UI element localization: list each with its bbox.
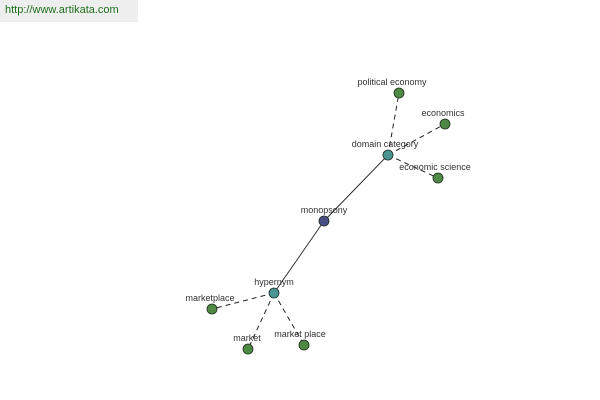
node-monopsony[interactable]: monopsony [301, 205, 348, 227]
edge-hypernym-to-marketplace [211, 292, 275, 310]
node-hypernym[interactable]: hypernym [254, 277, 294, 299]
edge-hypernym-to-market [247, 292, 275, 350]
node-political-economy-dot[interactable] [393, 87, 405, 99]
node-market-label[interactable]: market [233, 333, 261, 343]
edge-domain-category-to-economic-science [387, 154, 439, 179]
node-economic-science[interactable]: economic science [399, 162, 471, 184]
node-hypernym-label[interactable]: hypernym [254, 277, 294, 287]
edge-hypernym-to-market-place [273, 292, 305, 346]
node-political-economy[interactable]: political economy [357, 77, 427, 99]
node-marketplace-label[interactable]: marketplace [185, 293, 234, 303]
node-monopsony-dot[interactable] [318, 215, 330, 227]
node-domain-category-dot[interactable] [382, 149, 394, 161]
node-market-place-label[interactable]: market place [274, 329, 326, 339]
node-market-place-dot[interactable] [298, 339, 310, 351]
node-economics-dot[interactable] [439, 118, 451, 130]
node-domain-category[interactable]: domain category [352, 139, 419, 161]
edge-monopsony-to-hypernym [273, 220, 325, 294]
node-marketplace[interactable]: marketplace [185, 293, 235, 315]
node-market-dot[interactable] [242, 343, 254, 355]
node-market[interactable]: market [233, 333, 261, 355]
node-economic-science-label[interactable]: economic science [399, 162, 471, 172]
node-domain-category-label[interactable]: domain category [352, 139, 419, 149]
edge-domain-category-to-economics [387, 123, 446, 156]
node-economics[interactable]: economics [421, 108, 465, 130]
node-hypernym-dot[interactable] [268, 287, 280, 299]
nodes-layer: monopsony domain category hypernym politica… [185, 77, 471, 355]
node-marketplace-dot[interactable] [206, 303, 218, 315]
source-url[interactable]: http://www.artikata.com [0, 0, 138, 22]
node-monopsony-label[interactable]: monopsony [301, 205, 348, 215]
edge-domain-category-to-political-economy [387, 92, 400, 156]
node-political-economy-label[interactable]: political economy [357, 77, 427, 87]
node-market-place[interactable]: market place [274, 329, 326, 351]
edges-layer [211, 92, 446, 350]
edge-monopsony-to-domain-category [323, 154, 389, 222]
node-economic-science-dot[interactable] [432, 172, 444, 184]
node-economics-label[interactable]: economics [421, 108, 465, 118]
